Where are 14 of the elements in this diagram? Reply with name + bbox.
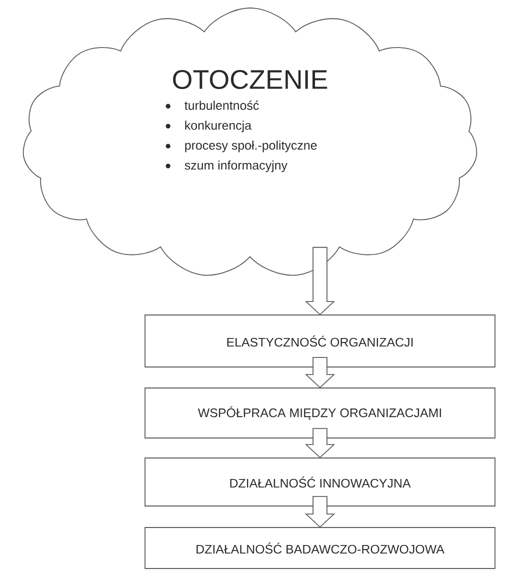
bullet-item: procesy społ.-polityczne — [185, 140, 317, 152]
bullet-item: turbulentność — [184, 100, 259, 110]
process-box: DZIAŁALNOŚĆ INNOWACYJNA — [144, 458, 496, 506]
cloud-title: OTOCZENIE — [173, 70, 328, 90]
block-arrow — [304, 496, 336, 528]
block-arrow — [304, 428, 336, 458]
process-box: DZIAŁALNOŚĆ BADAWCZO-ROZWOJOWA — [144, 527, 496, 569]
process-box: WSPÓŁPRACA MIĘDZY ORGANIZACJAMI — [144, 388, 496, 438]
bullet-item: konkurencja — [185, 120, 252, 132]
bullet-item: szum informacyjny — [184, 160, 288, 172]
process-box: ELASTYCZNOŚĆ ORGANIZACJI — [144, 314, 496, 368]
cloud-shape — [22, 8, 478, 276]
block-arrow — [304, 246, 336, 316]
block-arrow — [304, 357, 336, 388]
